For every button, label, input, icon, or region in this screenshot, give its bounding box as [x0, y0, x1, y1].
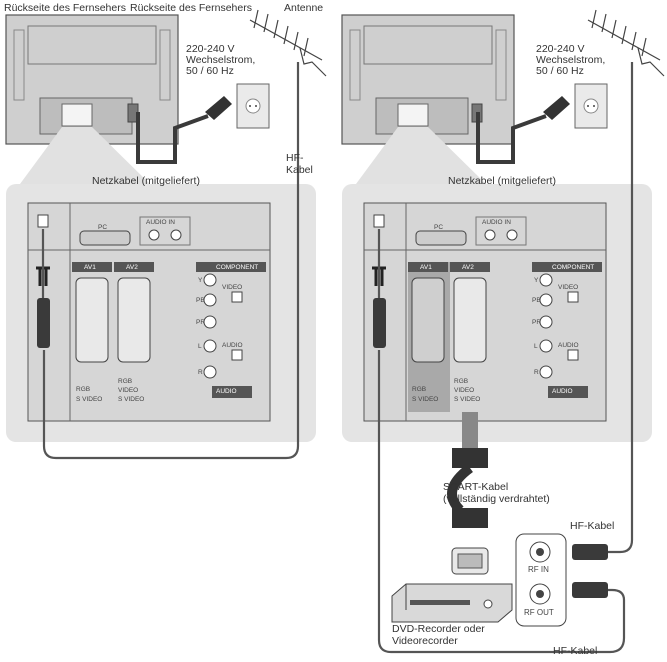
right-audio-tab — [548, 386, 588, 398]
right-component-tab — [532, 262, 602, 272]
right-av2-tab — [450, 262, 490, 272]
left-power-plug — [205, 96, 232, 120]
right-av1-rgb-label: RGB — [412, 386, 427, 393]
right-current-type-label: Wechselstrom, — [536, 54, 606, 66]
dvd-recorder-icon — [391, 583, 513, 623]
left-av1-svideo-label: S VIDEO — [76, 396, 103, 403]
left-tv-terminal-highlight — [61, 103, 93, 127]
antenna-heading: Antenne — [284, 2, 324, 14]
left-r-label: R — [198, 369, 203, 376]
hf-cable-bottom-label: HF-Kabel — [553, 645, 598, 657]
right-av1-tab — [408, 262, 448, 272]
right-tv-back-heading: Rückseite des Fernsehers — [130, 2, 252, 14]
right-rf-in-cable — [606, 62, 634, 554]
right-terminal-panel — [342, 184, 652, 442]
right-av2-video-label: VIDEO — [454, 387, 475, 394]
right-component-label: COMPONENT — [552, 264, 595, 271]
left-zoom-cone — [20, 127, 150, 184]
right-pb-label: PB — [532, 297, 541, 304]
right-av2-svideo-label: S VIDEO — [454, 396, 481, 403]
right-audio-tab-label: AUDIO — [552, 388, 573, 395]
left-power-cable-label: Netzkabel (mitgeliefert) — [92, 175, 200, 187]
right-audio-label: AUDIO — [558, 342, 579, 349]
right-audio-in-label: AUDIO IN — [482, 219, 511, 226]
left-av1-rgb-label: RGB — [76, 386, 91, 393]
right-tv-back — [341, 14, 515, 145]
right-zoom-cone — [356, 127, 486, 184]
right-rf-plug — [373, 298, 386, 348]
right-av1-label: AV1 — [420, 264, 432, 271]
left-component-label: COMPONENT — [216, 264, 259, 271]
right-pr-label: PR — [532, 319, 542, 326]
left-video-label: VIDEO — [222, 284, 243, 291]
scart-cable-label-line2: (vollständig verdrahtet) — [443, 493, 550, 505]
scart-cable-label-line1: SCART-Kabel — [443, 481, 509, 493]
left-pb-label: PB — [196, 297, 205, 304]
left-audio-tab-label: AUDIO — [216, 388, 237, 395]
left-av1-label: AV1 — [84, 264, 96, 271]
scart-cable — [447, 412, 489, 575]
right-rf-out-cable — [377, 350, 626, 654]
right-r-label: R — [534, 369, 539, 376]
right-pc-label: PC — [434, 224, 444, 231]
left-av2-rgb-label: RGB — [118, 378, 133, 385]
left-av2-scart — [117, 277, 151, 363]
left-rf-plug — [37, 298, 50, 348]
left-pr-label: PR — [196, 319, 206, 326]
rf-in-plug — [572, 544, 608, 560]
recorder-label-line2: Videorecorder — [392, 635, 458, 647]
right-wall-outlet — [574, 83, 608, 129]
left-voltage-label: 220-240 V — [186, 43, 235, 55]
right-voltage-label: 220-240 V — [536, 43, 585, 55]
right-power-cable-label: Netzkabel (mitgeliefert) — [448, 175, 556, 187]
left-wall-outlet — [236, 83, 270, 129]
recorder-label-line1: DVD-Recorder oder — [392, 623, 485, 635]
left-av2-tab — [114, 262, 154, 272]
right-video-label: VIDEO — [558, 284, 579, 291]
hf-cable-label-line2: Kabel — [286, 164, 313, 176]
right-y-label: Y — [534, 277, 539, 284]
left-audio-tab — [212, 386, 252, 398]
left-av1-tab — [72, 262, 112, 272]
left-power-cable — [136, 112, 209, 164]
right-power-plug — [543, 96, 570, 120]
right-pc-connector — [415, 230, 467, 246]
left-l-label: L — [198, 343, 202, 350]
right-frequency-label: 50 / 60 Hz — [536, 65, 584, 77]
rf-out-label: RF OUT — [524, 608, 554, 617]
hf-cable-top-label: HF-Kabel — [570, 520, 615, 532]
left-av1-scart — [75, 277, 109, 363]
left-av2-svideo-label: S VIDEO — [118, 396, 145, 403]
left-audio-label: AUDIO — [222, 342, 243, 349]
left-component-tab — [196, 262, 266, 272]
hf-cable-label-line1: HF- — [286, 152, 304, 164]
rf-out-plug — [572, 582, 608, 598]
right-av1-svideo-label: S VIDEO — [412, 396, 439, 403]
left-antenna-icon — [249, 9, 327, 77]
right-l-label: L — [534, 343, 538, 350]
left-rf-cable — [42, 62, 300, 460]
left-pc-label: PC — [98, 224, 108, 231]
right-tv-terminal-highlight — [397, 103, 429, 127]
left-pc-connector — [79, 230, 131, 246]
left-av2-video-label: VIDEO — [118, 387, 139, 394]
left-current-type-label: Wechselstrom, — [186, 54, 256, 66]
left-terminal-panel — [6, 184, 316, 442]
left-frequency-label: 50 / 60 Hz — [186, 65, 234, 77]
right-av2-scart — [453, 277, 487, 363]
right-av2-label: AV2 — [462, 264, 474, 271]
left-av2-label: AV2 — [126, 264, 138, 271]
rf-in-label: RF IN — [528, 565, 549, 574]
left-tv-back — [5, 14, 179, 145]
left-tv-back-heading: Rückseite des Fernsehers — [4, 2, 126, 14]
right-antenna-icon — [587, 9, 665, 77]
left-y-label: Y — [198, 277, 203, 284]
rf-terminal-box — [515, 533, 567, 627]
right-power-cable — [476, 112, 547, 164]
right-av1-scart — [411, 277, 445, 363]
left-audio-in-label: AUDIO IN — [146, 219, 175, 226]
right-av2-rgb-label: RGB — [454, 378, 469, 385]
